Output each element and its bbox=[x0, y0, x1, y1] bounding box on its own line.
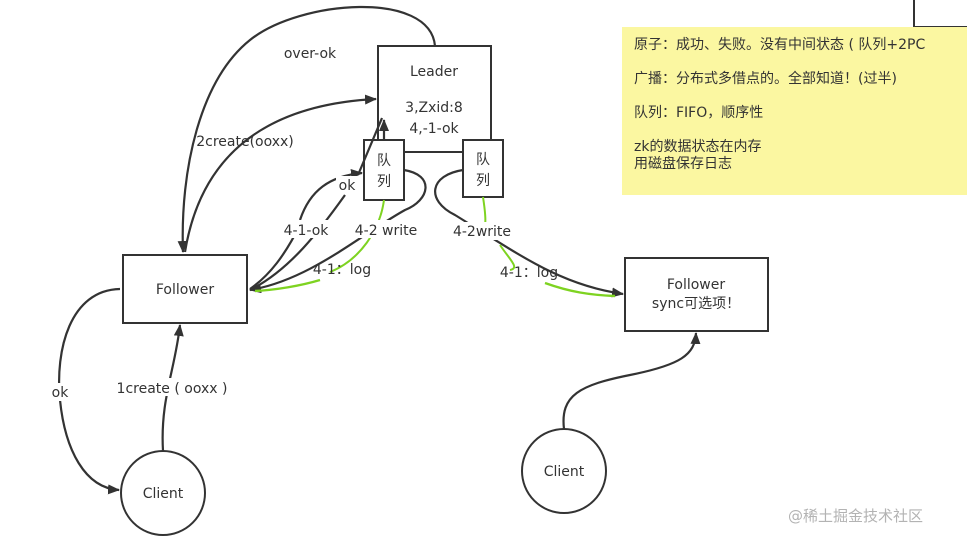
client-left-node[interactable]: Client bbox=[120, 450, 206, 536]
edge-4-1-ok bbox=[249, 194, 346, 291]
follower-right-sync: sync可选项！ bbox=[652, 296, 740, 312]
follower-left-label: Follower bbox=[156, 282, 215, 298]
edge-2create bbox=[183, 94, 377, 253]
edge-green-right-c bbox=[544, 281, 616, 298]
follower-right-node[interactable]: Follower sync可选项！ bbox=[624, 257, 769, 332]
label-1create: 1create ( ooxx ) bbox=[117, 381, 228, 397]
top-right-box bbox=[913, 0, 967, 28]
label-over-ok: over-ok bbox=[284, 46, 337, 62]
edge-labels: over-ok 2create(ooxx) ok 4-1-ok 4-2 writ… bbox=[48, 42, 558, 401]
client-left-label: Client bbox=[143, 486, 184, 502]
client-right-label: Client bbox=[544, 464, 585, 480]
queue-left-line2: 列 bbox=[377, 174, 391, 190]
leader-node[interactable]: Leader 3,Zxid:8 4,-1-ok bbox=[377, 45, 492, 153]
label-4-2-write-left: 4-2 write bbox=[355, 223, 418, 239]
label-4-1-ok: 4-1-ok bbox=[284, 223, 330, 239]
leader-zxid: 3,Zxid:8 bbox=[405, 100, 463, 116]
edge-over-ok bbox=[177, 5, 437, 253]
note-queue: 队列：FIFO，顺序性 bbox=[634, 105, 764, 121]
leader-label: Leader bbox=[410, 64, 458, 80]
sticky-note: 原子：成功、失败。没有中间状态 ( 队列+2PC 广播：分布式多借点的。全部知道… bbox=[622, 27, 967, 195]
queue-right-line1: 队 bbox=[476, 152, 490, 168]
queue-right-line2: 列 bbox=[476, 173, 490, 189]
note-disk-log: 用磁盘保存日志 bbox=[634, 156, 732, 172]
edge-ok-to-leader bbox=[356, 117, 384, 176]
note-memory: zk的数据状态在内存 bbox=[634, 139, 762, 155]
label-4-2-write-right: 4-2write bbox=[453, 224, 511, 240]
queue-left-line1: 队 bbox=[377, 153, 391, 169]
client-right-node[interactable]: Client bbox=[521, 428, 607, 514]
note-broadcast: 广播：分布式多借点的。全部知道！(过半) bbox=[634, 71, 897, 87]
edge-green-left-b bbox=[254, 278, 321, 293]
edge-4-2-write-left bbox=[249, 168, 427, 294]
label-4-1-log-right: 4-1：log bbox=[500, 265, 558, 281]
leader-status: 4,-1-ok bbox=[409, 121, 459, 137]
label-ok-client: ok bbox=[52, 385, 70, 401]
note-atomic: 原子：成功、失败。没有中间状态 ( 队列+2PC bbox=[634, 37, 926, 53]
watermark: @稀土掘金技术社区 bbox=[788, 507, 924, 525]
queue-right-node[interactable]: 队 列 bbox=[462, 139, 504, 198]
follower-left-node[interactable]: Follower bbox=[122, 254, 248, 324]
edge-green-left-a bbox=[329, 199, 385, 273]
follower-right-label: Follower bbox=[667, 277, 726, 293]
edge-green-right-a bbox=[482, 196, 487, 226]
label-ok-queue: ok bbox=[339, 178, 357, 194]
label-2create: 2create(ooxx) bbox=[196, 134, 294, 150]
label-4-1-log-left: 4-1：log bbox=[313, 262, 371, 278]
edge-ok-queue bbox=[298, 169, 363, 221]
edge-client-right-to-follower bbox=[562, 332, 701, 430]
edge-green-right-b bbox=[499, 244, 516, 271]
